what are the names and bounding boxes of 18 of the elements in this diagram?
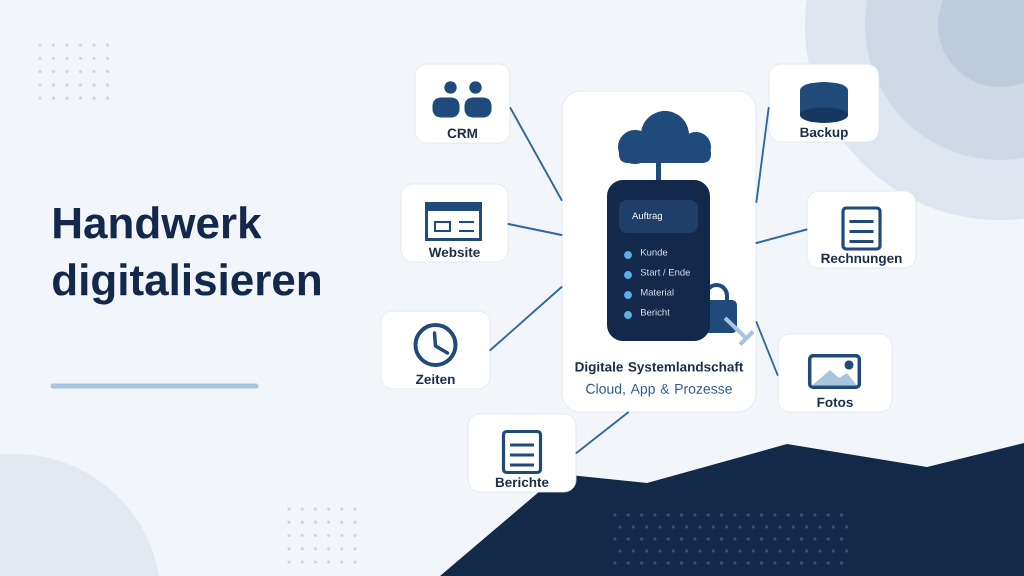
heading: Digitale Systemlandschaft [575, 361, 744, 375]
connector-line [755, 107, 770, 203]
list-item: Start / Ende [640, 268, 690, 276]
header-bar: Auftrag [619, 200, 698, 233]
connector-line [489, 286, 563, 351]
app-card: Berichte [467, 413, 577, 493]
connector-line [755, 228, 808, 244]
connector-line [507, 223, 563, 236]
app-card: Zeiten [380, 310, 491, 390]
connector-line [509, 107, 563, 201]
connector-line [755, 321, 779, 376]
subheading: Cloud, App & Prozesse [586, 383, 732, 397]
list-item: Bericht [641, 308, 670, 316]
title: Handwerk digitalisieren [53, 206, 320, 305]
list-item: Kunde [641, 248, 668, 256]
list-item: Material [641, 288, 674, 296]
app-card: Rechnungen [806, 190, 917, 269]
connector-line [575, 411, 629, 454]
